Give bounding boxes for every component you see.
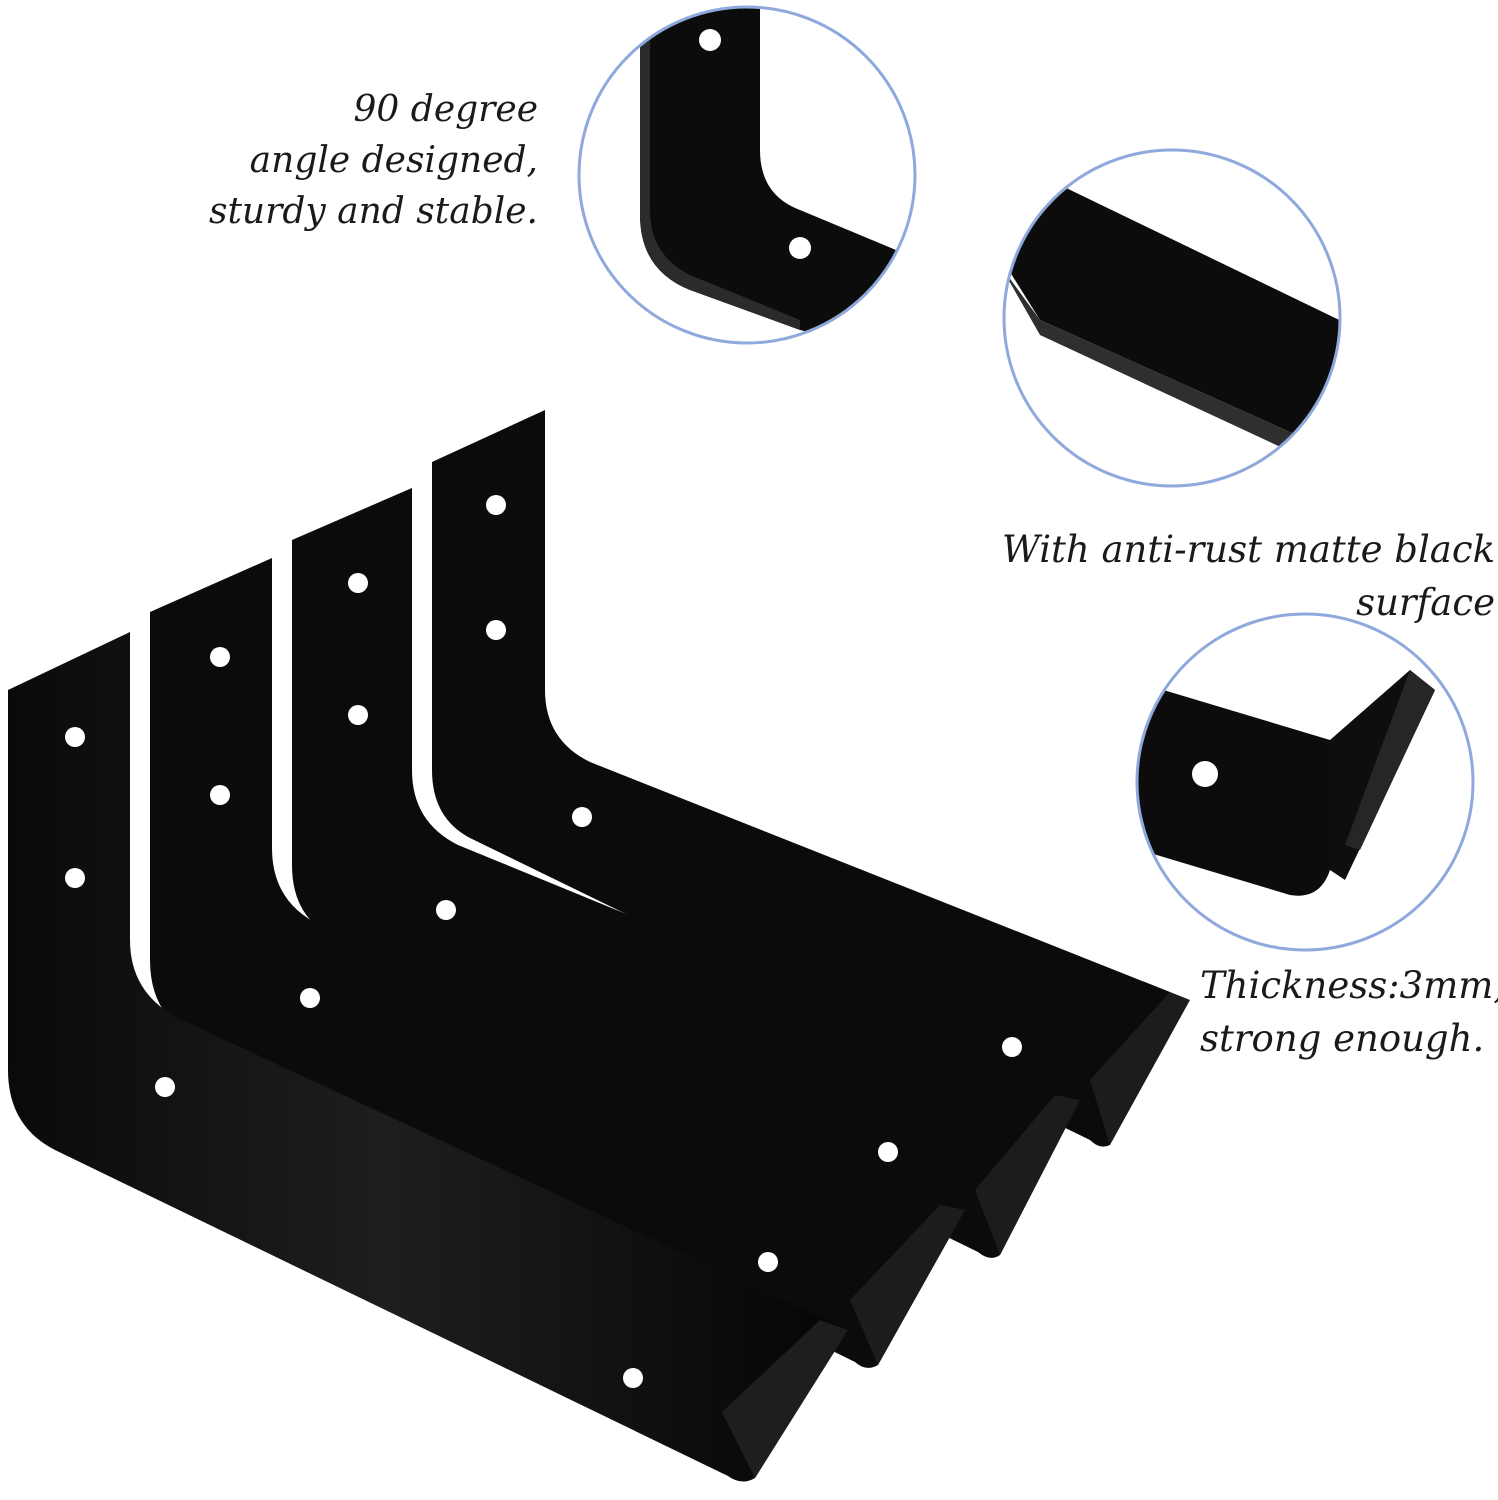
bracket-1	[8, 632, 848, 1482]
zoom-thickness-detail	[1135, 612, 1475, 952]
bracket-3	[292, 488, 1080, 1258]
screw-hole	[572, 807, 592, 827]
bracket-2	[150, 558, 965, 1368]
screw-hole	[155, 1077, 175, 1097]
screw-hole	[486, 495, 506, 515]
screw-hole	[436, 900, 456, 920]
screw-hole	[623, 1368, 643, 1388]
caption-angle: 90 degree angle designed, sturdy and sta…	[208, 89, 538, 233]
zoom-surface-detail	[1002, 148, 1342, 488]
bracket-4	[432, 410, 1190, 1147]
screw-hole	[65, 868, 85, 888]
caption-surface: With anti-rust matte black surface	[1001, 528, 1495, 624]
screw-hole	[65, 727, 85, 747]
zoom-bend-detail	[577, 5, 917, 345]
caption-thickness: Thickness:3mm, strong enough.	[1200, 964, 1498, 1060]
screw-hole	[758, 1252, 778, 1272]
screw-hole	[878, 1142, 898, 1162]
screw-hole	[300, 988, 320, 1008]
screw-hole	[210, 647, 230, 667]
screw-hole	[348, 705, 368, 725]
screw-hole	[1002, 1037, 1022, 1057]
screw-hole	[348, 573, 368, 593]
screw-hole	[210, 785, 230, 805]
screw-hole	[486, 620, 506, 640]
